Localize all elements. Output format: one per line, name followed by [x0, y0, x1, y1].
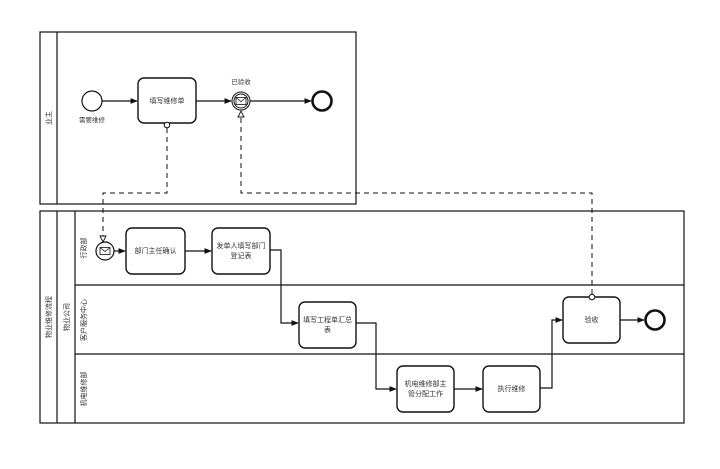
- start-event-label: 需要维修: [79, 115, 106, 124]
- pool-property-sublabel: 物业公司: [62, 303, 71, 331]
- task-fill-dept-register[interactable]: 发单人填写部门 登记表: [211, 227, 271, 275]
- task-label: 填写维修单: [150, 96, 185, 105]
- task-label: 部门主任确认: [135, 246, 177, 255]
- message-catch-event-label: 已验收: [231, 77, 251, 86]
- start-event[interactable]: [81, 90, 103, 112]
- task-label: 执行维修: [498, 384, 526, 393]
- message-flow-accepted[interactable]: [237, 109, 596, 301]
- task-dept-director-confirm[interactable]: 部门主任确认: [125, 227, 186, 275]
- task-label: 表: [324, 325, 331, 334]
- message-catch-event[interactable]: [231, 91, 251, 111]
- task-execute-repair[interactable]: 执行维修: [482, 365, 541, 413]
- envelope-icon: [99, 247, 111, 255]
- task-label: 登记表: [231, 251, 252, 260]
- sequence-flow[interactable]: [270, 249, 299, 326]
- task-label: 管分配工作: [408, 389, 443, 398]
- task-label: 机电维修部主: [405, 379, 447, 388]
- envelope-icon: [235, 97, 247, 105]
- message-flow-repair-request[interactable]: [99, 121, 171, 244]
- sequence-flow[interactable]: [356, 322, 397, 392]
- pool-property-label: 物业维修流程: [44, 296, 53, 338]
- lane-service-label: 客户服务中心: [79, 299, 88, 341]
- sequence-flow[interactable]: [540, 317, 563, 389]
- task-fill-work-order-summary[interactable]: 填写工程单汇总 表: [298, 301, 357, 349]
- end-event[interactable]: [311, 90, 333, 112]
- lane-mep-label: 机电维修部: [79, 372, 88, 407]
- task-label: 发单人填写部门: [217, 241, 266, 250]
- lane-admin-label: 行政部: [79, 238, 88, 259]
- pool-owner[interactable]: 业主: [39, 31, 357, 205]
- task-label: 填写工程单汇总: [303, 315, 352, 324]
- task-mep-assign-work[interactable]: 机电维修部主 管分配工作: [396, 365, 455, 413]
- message-start-event[interactable]: [95, 241, 115, 261]
- task-acceptance[interactable]: 验收: [562, 296, 621, 344]
- task-fill-repair-form[interactable]: 填写维修单: [137, 77, 197, 124]
- end-event[interactable]: [644, 309, 666, 331]
- pool-owner-label: 业主: [44, 111, 53, 125]
- task-label: 验收: [585, 315, 599, 324]
